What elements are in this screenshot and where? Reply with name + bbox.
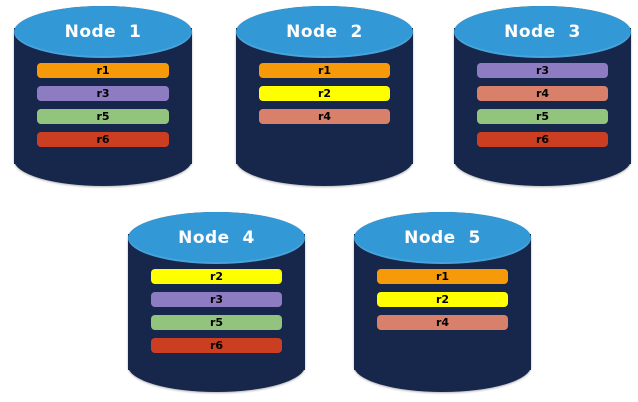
cylinder-top-ellipse (14, 6, 192, 59)
replica-list: r1 r3 r5 r6 (37, 62, 169, 147)
replica-bar-r4[interactable]: r4 (377, 314, 508, 330)
replica-bar-r3[interactable]: r3 (151, 291, 282, 307)
replica-bar-r1[interactable]: r1 (37, 62, 169, 78)
replica-bar-r5[interactable]: r5 (37, 108, 169, 124)
replica-list: r3 r4 r5 r6 (477, 62, 608, 147)
replica-bar-r2[interactable]: r2 (151, 268, 282, 284)
replica-bar-r1[interactable]: r1 (259, 62, 390, 78)
replica-bar-r6[interactable]: r6 (151, 337, 282, 353)
replica-bar-r5[interactable]: r5 (151, 314, 282, 330)
replica-bar-r5[interactable]: r5 (477, 108, 608, 124)
replica-list: r1 r2 r4 (259, 62, 390, 124)
cylinder-top-ellipse (354, 212, 531, 265)
cylinder-top-ellipse (454, 6, 631, 59)
replica-bar-r6[interactable]: r6 (37, 131, 169, 147)
cylinder-top-ellipse (236, 6, 413, 59)
replica-bar-r2[interactable]: r2 (377, 291, 508, 307)
replica-list: r1 r2 r4 (377, 268, 508, 330)
cylinder-top-ellipse (128, 212, 305, 265)
replica-bar-r1[interactable]: r1 (377, 268, 508, 284)
replica-bar-r3[interactable]: r3 (477, 62, 608, 78)
replica-bar-r4[interactable]: r4 (259, 108, 390, 124)
replica-bar-r6[interactable]: r6 (477, 131, 608, 147)
replica-bar-r2[interactable]: r2 (259, 85, 390, 101)
replica-list: r2 r3 r5 r6 (151, 268, 282, 353)
replica-bar-r3[interactable]: r3 (37, 85, 169, 101)
replica-bar-r4[interactable]: r4 (477, 85, 608, 101)
